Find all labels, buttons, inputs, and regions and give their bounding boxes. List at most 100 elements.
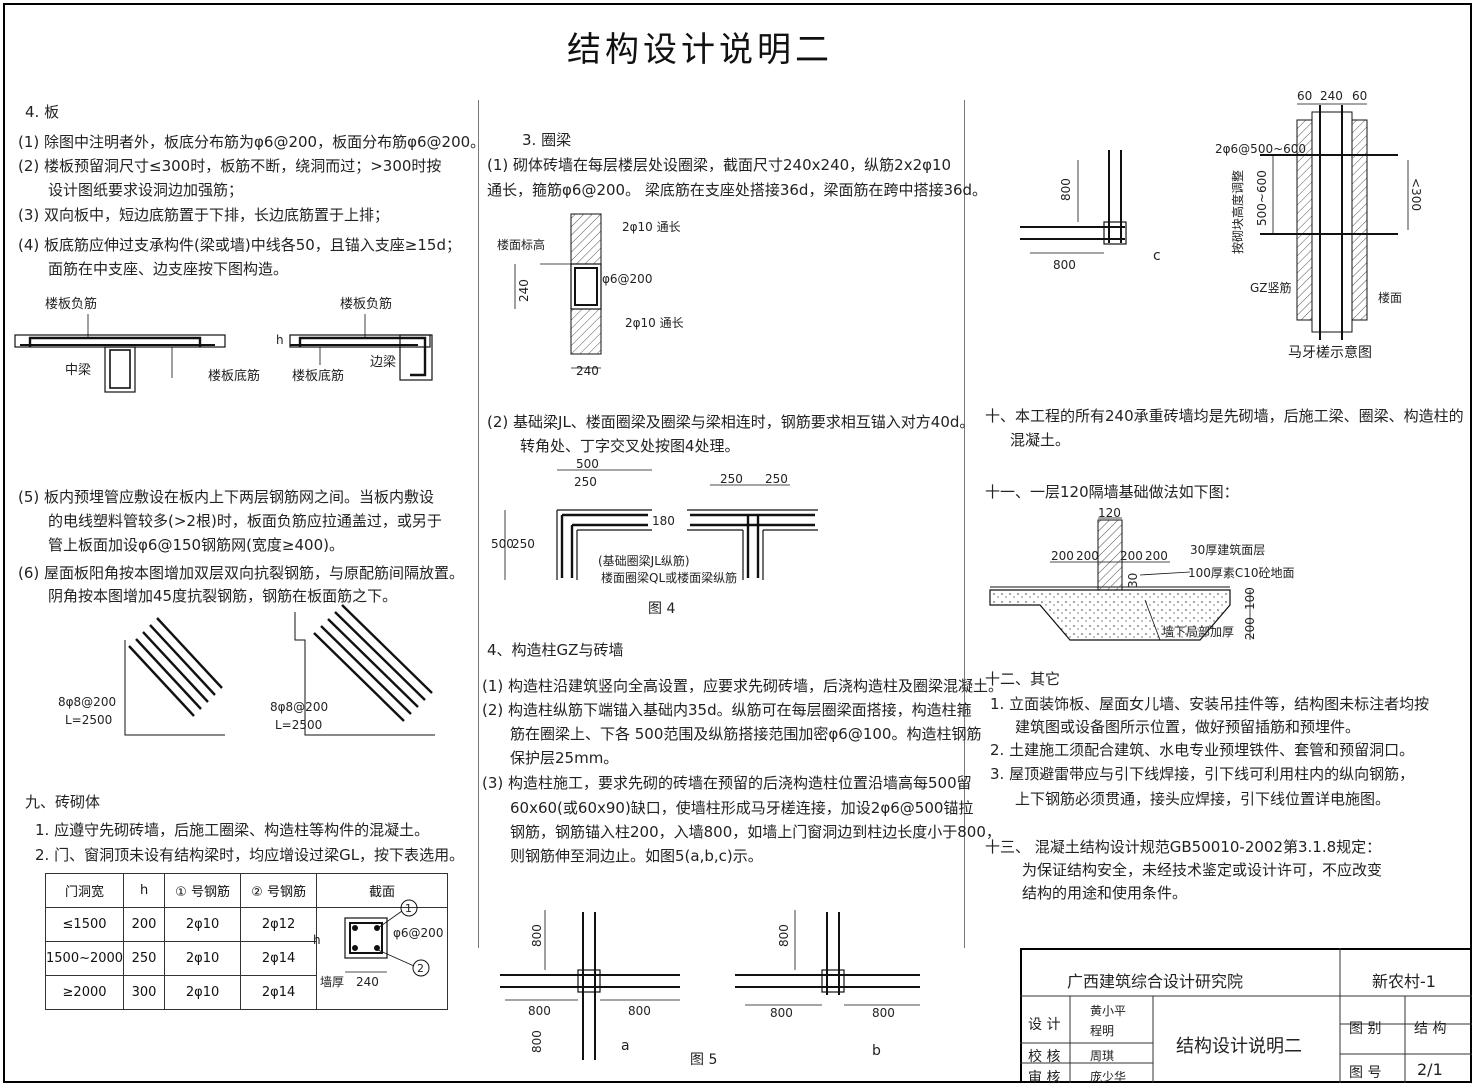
crack-bar (142, 631, 209, 703)
table-cell: 2φ10 (164, 941, 242, 976)
table-row: ≥2000 300 2φ10 2φ14 (44, 975, 448, 1010)
ringbeam-height-dim: 240 (517, 279, 531, 302)
floor-level-label: 楼面标高 (497, 237, 545, 252)
note-twelve-item: 上下钢筋必须贯通，接头应焊接，引下线位置详电施图。 (1015, 790, 1391, 808)
note-ten: 十、本工程的所有240承重砖墙均是先砌墙，后施工梁、圈梁、构造柱的 (985, 407, 1464, 425)
lintel-stirrup (349, 922, 383, 954)
wall-thickness-label: 墙厚 (320, 975, 344, 989)
drawing-number: 2/1 (1417, 1060, 1443, 1079)
fig5c-label: c (1153, 248, 1161, 264)
slab-bottom-bar-label: 楼板底筋 (292, 368, 344, 384)
slab-item: (4) 板底筋应伸过支承构件(梁或墙)中线各50，且锚入支座≥15d； (18, 236, 461, 254)
leader-line (1144, 599, 1161, 641)
crack-bar (327, 618, 419, 708)
teeth-dim: 60 (1352, 89, 1367, 103)
drawing-title: 结构设计说明二 (1176, 1036, 1302, 1057)
crack-bar (334, 611, 426, 701)
column-section-heading: 4、构造柱GZ与砖墙 (487, 641, 624, 659)
crack-bar-spec: 8φ8@200 (270, 700, 328, 714)
note-twelve-item: 建筑图或设备图所示位置，做好预留插筋和预埋件。 (1015, 718, 1361, 736)
lintel-section-figure (344, 899, 430, 977)
column-item: 筋在圈梁上、下各 500范围及纵筋搭接范围加密φ6@100。构造柱钢筋 (510, 725, 982, 743)
table-header: 门洞宽 (44, 873, 125, 908)
rebar-dot (352, 925, 358, 931)
slab-item: (1) 除图中注明者外，板底分布筋为φ6@200，板面分布筋φ6@200。 (18, 133, 486, 151)
teeth-bar-label: 2φ6@500~600 (1215, 142, 1306, 156)
corner-outline (294, 612, 435, 736)
table-header: ① 号钢筋 (164, 873, 242, 908)
crack-bar (341, 604, 433, 694)
fig5a-dim: 800 (530, 924, 544, 947)
column-outline (1103, 221, 1127, 245)
lintel-section-outline (344, 917, 388, 959)
fig5-caption: 图 5 (690, 1052, 717, 1068)
crack-bar-spec: 8φ8@200 (58, 695, 116, 709)
lintel-h-label: h (313, 933, 321, 947)
leader-line (377, 949, 415, 967)
table-row: 1500~2000 250 2φ10 2φ14 (44, 941, 448, 976)
table-cell: 250 (123, 941, 166, 976)
ringbeam-bottom-bar-label: 2φ10 通长 (625, 316, 684, 330)
table-cell: 1500~2000 (44, 941, 125, 976)
column-item: (2) 构造柱纵筋下端锚入基础内35d。纵筋可在每层圈梁面搭接，构造柱箍 (482, 701, 972, 719)
teeth-dim: 240 (1320, 89, 1343, 103)
title-block-grid (1020, 948, 1472, 1083)
designer-name: 程明 (1090, 1024, 1115, 1038)
note-twelve-heading: 十二、其它 (985, 670, 1061, 688)
ringbeam-figure (514, 213, 602, 369)
fig4-caption: 图 4 (648, 601, 675, 617)
teeth-max-label: <300 (1409, 178, 1423, 211)
found-dim: 30 (1126, 573, 1140, 588)
note-eleven-heading: 十一、一层120隔墙基础做法如下图： (985, 483, 1239, 501)
callout-number: 2 (417, 962, 424, 975)
slab-item: (5) 板内预埋管应敷设在板内上下两层钢筋网之间。当板内敷设 (18, 488, 435, 506)
designer-name: 黄小平 (1090, 1004, 1127, 1018)
fig4-note: (基础圈梁JL纵筋) (598, 553, 690, 568)
found-dim: 120 (1098, 506, 1121, 520)
fig4-dim: 500 (491, 537, 514, 551)
fig5c-dim: 800 (1059, 178, 1073, 201)
masonry-item: 1. 应遵守先砌砖墙，后施工圈梁、构造柱等构件的混凝土。 (35, 821, 430, 839)
slab-item: 设计图纸要求设洞边加强筋； (48, 181, 244, 199)
teeth-dim: 60 (1297, 89, 1312, 103)
crack-bar-length: L=2500 (275, 718, 322, 732)
lintel-width-label: 240 (356, 975, 379, 989)
lintel-stirrup-label: φ6@200 (393, 926, 443, 940)
slab-item: 面筋在中支座、边支座按下图构造。 (48, 260, 289, 278)
note-ten: 混凝土。 (1010, 431, 1071, 449)
negative-bar-line (298, 336, 427, 377)
partition-foundation-figure (989, 517, 1251, 641)
note-twelve-item: 1. 立面装饰板、屋面女儿墙、安装吊挂件等，结构图未标注者均按 (990, 695, 1430, 713)
slab-support-figure (14, 314, 433, 393)
column-outline (577, 969, 601, 993)
ringbeam-top-bar-label: 2φ10 通长 (622, 220, 681, 234)
slab-item: (3) 双向板中，短边底筋置于下排，长边底筋置于上排； (18, 206, 390, 224)
column-item: 保护层25mm。 (510, 749, 619, 767)
design-label: 设 计 (1028, 1017, 1061, 1033)
crack-bar (313, 632, 405, 722)
note-twelve-item: 2. 土建施工须配合建筑、水电专业预埋铁件、套管和预留洞口。 (990, 741, 1415, 759)
figure-4 (504, 469, 818, 580)
fig4-note: 楼面圈梁QL或楼面梁纵筋 (601, 570, 737, 585)
slab-item: 管上板面加设φ6@150钢筋网(宽度≥400)。 (48, 536, 344, 554)
mid-beam-stirrup (109, 349, 131, 389)
ringbeam-item: (2) 基础梁JL、楼面圈梁及圈梁与梁相连时，钢筋要求相互锚入对方40d。 (487, 413, 975, 431)
leader-line (1139, 571, 1191, 576)
reviewer-name: 庞少华 (1090, 1070, 1127, 1084)
callout-circle (412, 959, 430, 977)
ringbeam-section-heading: 3. 圈梁 (522, 131, 572, 149)
found-layer-label: 30厚建筑面层 (1190, 542, 1265, 557)
brick-wall-lower (570, 308, 602, 355)
fig5b-dim: 800 (770, 1006, 793, 1020)
slab-item: (6) 屋面板阳角按本图增加双层双向抗裂钢筋，与原配筋间隔放置。 (18, 564, 465, 582)
category-value: 结 构 (1414, 1021, 1447, 1037)
leader-line (377, 910, 403, 929)
column-item: (3) 构造柱施工，要求先砌的砖墙在预留的后浇构造柱位置沿墙高每500留 (482, 774, 972, 792)
mid-beam-outline (104, 346, 136, 393)
project-name: 新农村-1 (1372, 972, 1436, 991)
teeth-range-label: 500~600 (1255, 170, 1269, 226)
toothed-wall-figure (1260, 103, 1409, 340)
review-label: 审 核 (1028, 1070, 1061, 1086)
callout-circle (400, 899, 418, 917)
